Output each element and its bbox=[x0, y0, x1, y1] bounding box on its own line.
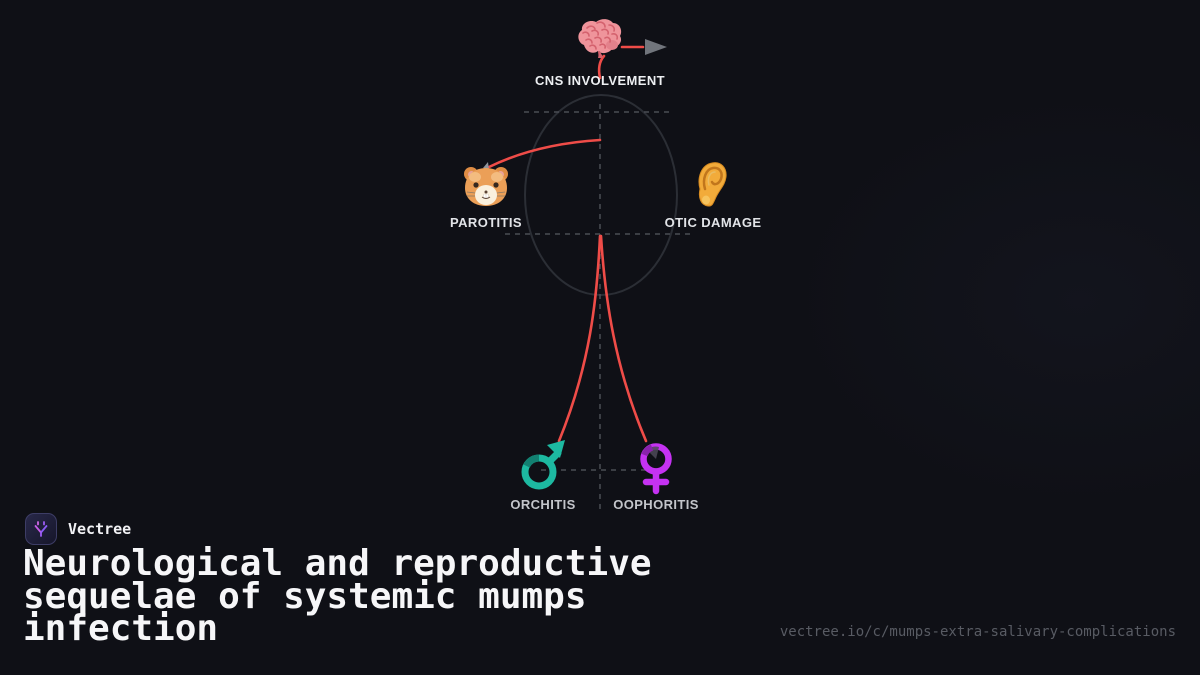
edge-center-to-oophoritis bbox=[599, 234, 648, 443]
node-label-orchitis: ORCHITIS bbox=[510, 497, 576, 512]
dashed-guides bbox=[505, 104, 690, 512]
ear-emoji bbox=[698, 162, 727, 207]
card-url: vectree.io/c/mumps-extra-salivary-compli… bbox=[779, 624, 1176, 640]
female-sign-emoji bbox=[640, 443, 672, 495]
node-label-otic-damage: OTIC DAMAGE bbox=[664, 215, 762, 230]
flow-arrow-icon bbox=[645, 39, 667, 55]
red-edges bbox=[487, 45, 648, 443]
edge-parotitis-to-center bbox=[487, 138, 602, 169]
brain-emoji bbox=[578, 19, 622, 58]
guide-ellipse bbox=[524, 94, 678, 296]
edge-center-to-orchitis bbox=[557, 234, 602, 443]
node-label-parotitis: PAROTITIS bbox=[450, 215, 522, 230]
brand-name: Vectree bbox=[68, 520, 132, 538]
vectree-logo bbox=[25, 513, 57, 545]
hamster-emoji bbox=[464, 162, 508, 206]
node-label-cns-involvement: CNS INVOLVEMENT bbox=[535, 73, 665, 88]
vectree-logo-icon bbox=[34, 521, 48, 537]
male-sign-emoji bbox=[521, 440, 565, 490]
node-label-oophoritis: OOPHORITIS bbox=[613, 497, 699, 512]
edge-center-to-brain bbox=[597, 54, 606, 80]
page-title: Neurological and reproductive sequelae o… bbox=[23, 543, 652, 649]
